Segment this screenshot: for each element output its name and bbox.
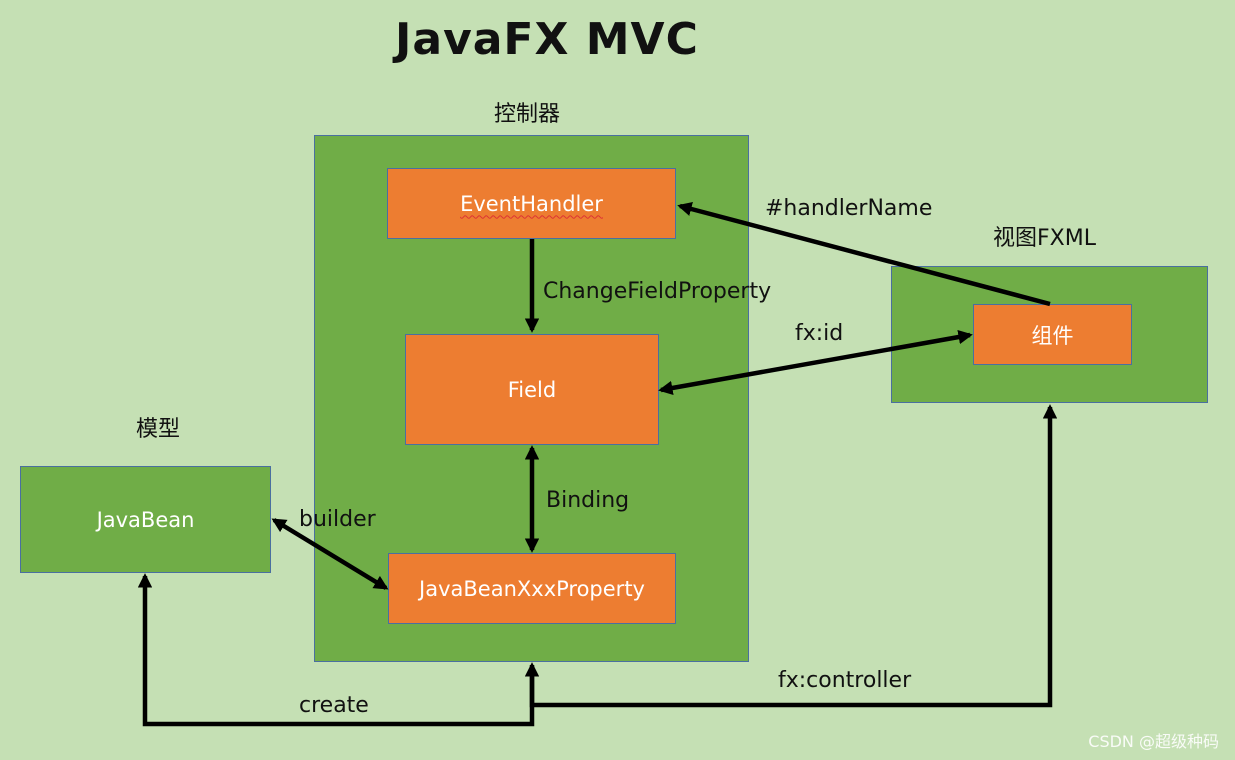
component-text: 组件 xyxy=(1031,323,1074,348)
event-handler-node[interactable]: EventHandler xyxy=(387,168,676,239)
view-label: 视图FXML xyxy=(993,226,1096,251)
javabean-node[interactable]: JavaBean xyxy=(20,466,271,573)
edge-builder xyxy=(271,518,389,590)
label-binding: Binding xyxy=(546,488,630,513)
event-handler-text: EventHandler xyxy=(460,191,603,216)
diagram-title: JavaFX MVC xyxy=(395,14,699,65)
label-create: create xyxy=(299,693,369,718)
field-text: Field xyxy=(507,377,557,402)
label-handler-name: #handlerName xyxy=(765,196,933,221)
label-builder: builder xyxy=(299,507,376,532)
javabean-text: JavaBean xyxy=(96,507,195,532)
model-label: 模型 xyxy=(136,417,181,442)
edge-fx-id xyxy=(658,329,973,396)
controller-label: 控制器 xyxy=(494,102,561,127)
component-node[interactable]: 组件 xyxy=(973,304,1132,365)
label-fx-controller: fx:controller xyxy=(778,668,912,693)
edge-fx-controller xyxy=(524,404,1058,708)
label-fx-id: fx:id xyxy=(795,321,844,346)
watermark-text: CSDN @超级种码 xyxy=(1088,732,1219,751)
label-change-field-property: ChangeFieldProperty xyxy=(543,279,772,304)
edge-handler-name xyxy=(677,201,1051,307)
